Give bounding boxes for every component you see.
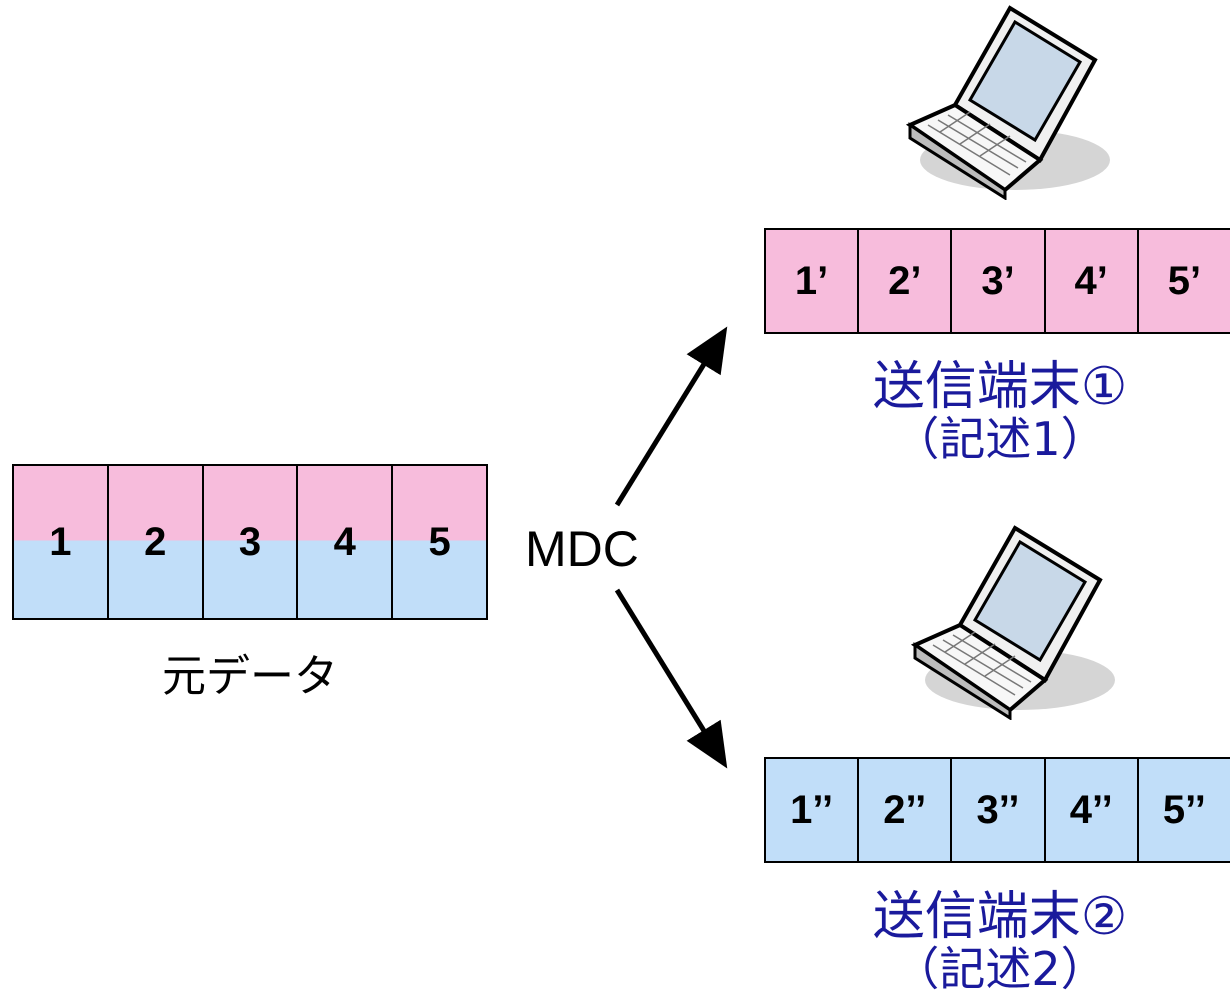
laptop-icon (910, 525, 1115, 720)
original-cell: 1 (14, 466, 109, 618)
description-1-cell: 2’ (859, 230, 953, 332)
description-1-cell: 4’ (1045, 230, 1139, 332)
description-1-cell: 1’ (766, 230, 860, 332)
terminal-1-label: （記述1） (893, 411, 1107, 466)
original-data-block: 1 2 3 4 5 (12, 464, 488, 620)
terminal-1-name: 送信端末① (872, 357, 1128, 417)
description-2-cell: 5’’ (1138, 759, 1230, 861)
laptop-icon (905, 5, 1110, 200)
original-cell: 3 (203, 466, 299, 618)
description-2-cell: 4’’ (1045, 759, 1139, 861)
arrow-to-terminal-2 (614, 588, 728, 769)
description-2-cell: 1’’ (766, 759, 860, 861)
original-cell: 4 (298, 466, 394, 618)
original-data-caption: 元データ (162, 651, 338, 702)
terminal-2-caption: 送信端末② （記述2） (790, 890, 1210, 993)
arrow-to-terminal-1 (614, 326, 728, 507)
terminal-2-label: （記述2） (893, 941, 1107, 996)
description-2-cell: 3’’ (952, 759, 1046, 861)
mdc-label: MDC (525, 521, 639, 577)
terminal-2-name: 送信端末② (872, 887, 1128, 947)
description-1-cell: 5’ (1138, 230, 1230, 332)
description-2-cell: 2’’ (859, 759, 953, 861)
original-cell: 2 (108, 466, 204, 618)
original-cell: 5 (393, 466, 486, 618)
description-2-block: 1’’ 2’’ 3’’ 4’’ 5’’ (764, 757, 1230, 863)
description-1-cell: 3’ (952, 230, 1046, 332)
terminal-1-caption: 送信端末① （記述1） (790, 360, 1210, 463)
description-1-block: 1’ 2’ 3’ 4’ 5’ (764, 228, 1230, 334)
